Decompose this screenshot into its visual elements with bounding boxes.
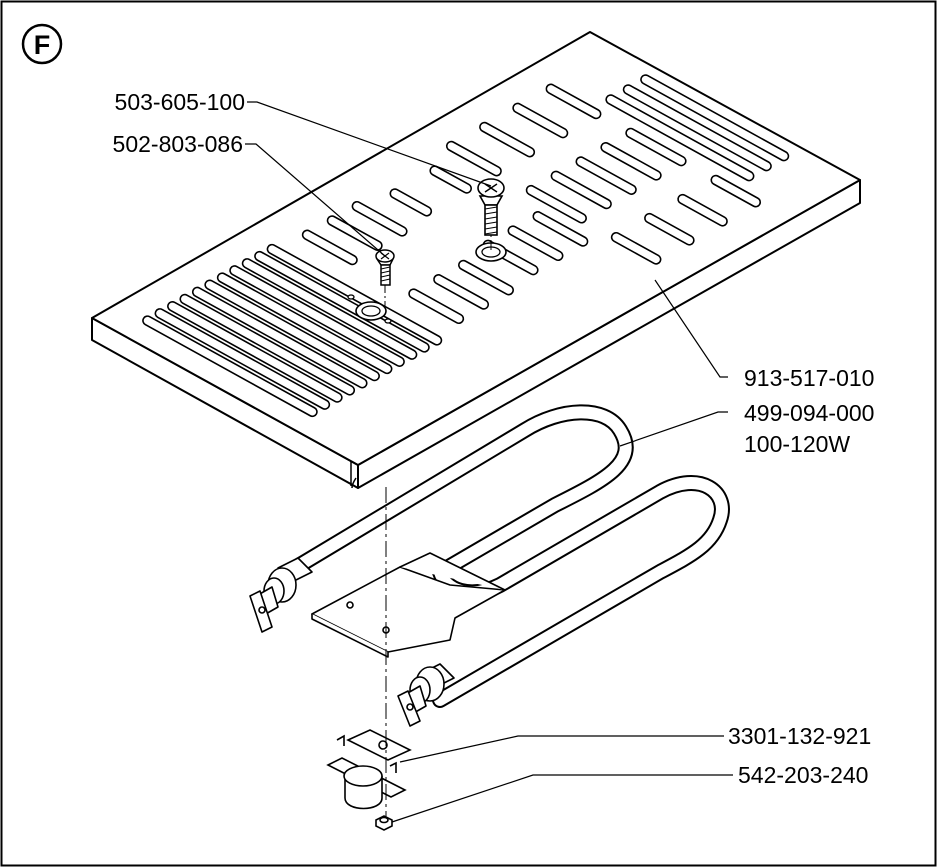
screw-503-605-100: [477, 178, 505, 252]
tray-slot: [677, 193, 728, 227]
drip-tray-913-517-010: [91, 31, 861, 489]
tray-slot: [644, 212, 695, 246]
tray-slot: [429, 165, 473, 194]
tray-slot: [229, 265, 405, 367]
tray-slot: [710, 174, 762, 208]
tray-slot: [154, 308, 331, 410]
tray-slot: [216, 272, 393, 375]
drip-tray-slots: [142, 74, 790, 418]
label-screw-502-803-086: 502-803-086: [113, 131, 243, 157]
heater-element-499-094-000: [249, 404, 730, 727]
tray-slot: [351, 200, 408, 237]
tray-slot: [445, 140, 502, 177]
tray-slot: [408, 288, 465, 325]
tray-slot: [545, 83, 602, 120]
tray-slot: [301, 229, 358, 266]
nut-542-203-240: [375, 815, 393, 831]
tray-slot: [254, 250, 430, 353]
tray-slot: [525, 184, 587, 224]
tray-slot: [600, 142, 662, 181]
tray-slot: [622, 84, 772, 172]
tray-slot: [532, 211, 589, 247]
tray-slot: [167, 300, 343, 403]
label-drip-tray: 913-517-010: [744, 365, 874, 391]
tray-slot: [605, 94, 755, 182]
tray-slot: [507, 225, 564, 262]
thermostat-3301-132-921: [326, 729, 412, 810]
tray-slot: [610, 231, 662, 265]
tray-slot: [458, 259, 514, 296]
label-heater-part: 499-094-000: [744, 400, 874, 426]
tray-slot: [625, 127, 687, 167]
section-badge: F: [21, 23, 63, 65]
tray-slot: [550, 170, 612, 210]
label-nut: 542-203-240: [738, 762, 868, 788]
tray-slot: [204, 279, 380, 382]
tray-slot: [142, 315, 318, 418]
section-letter: F: [34, 30, 51, 60]
tray-slot: [433, 274, 490, 310]
tray-slot: [512, 102, 569, 139]
tray-slot: [241, 258, 418, 360]
tray-slot: [191, 286, 368, 389]
tray-slot: [575, 156, 637, 195]
label-screw-503-605-100: 503-605-100: [115, 89, 245, 115]
tray-slot: [389, 188, 433, 217]
label-thermostat: 3301-132-921: [728, 723, 871, 749]
tray-slot: [179, 293, 356, 396]
tray-slot: [479, 121, 536, 158]
leader-lines: [245, 101, 733, 823]
tray-slot: [640, 74, 790, 162]
label-heater-wattage: 100-120W: [744, 431, 850, 457]
